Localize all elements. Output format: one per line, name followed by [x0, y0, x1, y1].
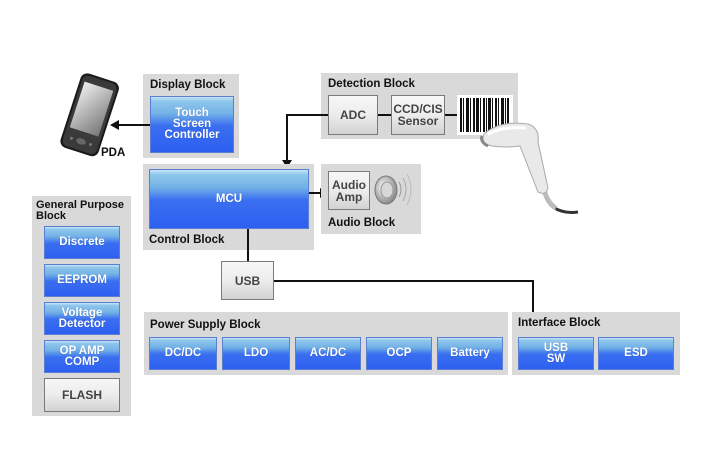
- connector-usb-interface-v: [532, 280, 534, 312]
- connector-adc-ccd: [378, 114, 391, 116]
- usb-block[interactable]: USB: [221, 261, 274, 300]
- connector-adc-mcu-v: [286, 114, 288, 163]
- connector-ccd-barcode: [445, 114, 458, 116]
- discrete-block[interactable]: Discrete: [44, 226, 120, 259]
- ac-dc-block[interactable]: AC/DC: [295, 337, 361, 370]
- barcode-scanner-icon: [480, 122, 579, 214]
- esd-block[interactable]: ESD: [598, 337, 674, 370]
- eeprom-block[interactable]: EEPROM: [44, 264, 120, 297]
- dc-dc-block[interactable]: DC/DC: [149, 337, 217, 370]
- audio-block-title: Audio Block: [328, 217, 396, 229]
- ocp-block[interactable]: OCP: [366, 337, 432, 370]
- control-block-title: Control Block: [149, 234, 225, 246]
- speaker-icon: [374, 173, 412, 206]
- display-block-title: Display Block: [150, 79, 226, 91]
- pda-phone-icon: [60, 73, 119, 157]
- adc-block[interactable]: ADC: [328, 95, 378, 135]
- flash-block[interactable]: FLASH: [44, 378, 120, 412]
- pda-label: PDA: [101, 147, 126, 159]
- connector-mcu-audio: [309, 192, 323, 194]
- power-supply-block-title: Power Supply Block: [150, 319, 261, 331]
- arrowhead-icon: [110, 120, 119, 130]
- detection-block-title: Detection Block: [328, 78, 415, 90]
- connector-display-pda: [118, 124, 150, 126]
- interface-block-title: Interface Block: [518, 317, 601, 329]
- ldo-block[interactable]: LDO: [222, 337, 290, 370]
- connector-usb-interface-h: [274, 280, 534, 282]
- connector-mcu-usb: [247, 229, 249, 261]
- mcu-block[interactable]: MCU: [149, 169, 309, 229]
- connector-adc-mcu-h: [287, 114, 328, 116]
- battery-block[interactable]: Battery: [437, 337, 503, 370]
